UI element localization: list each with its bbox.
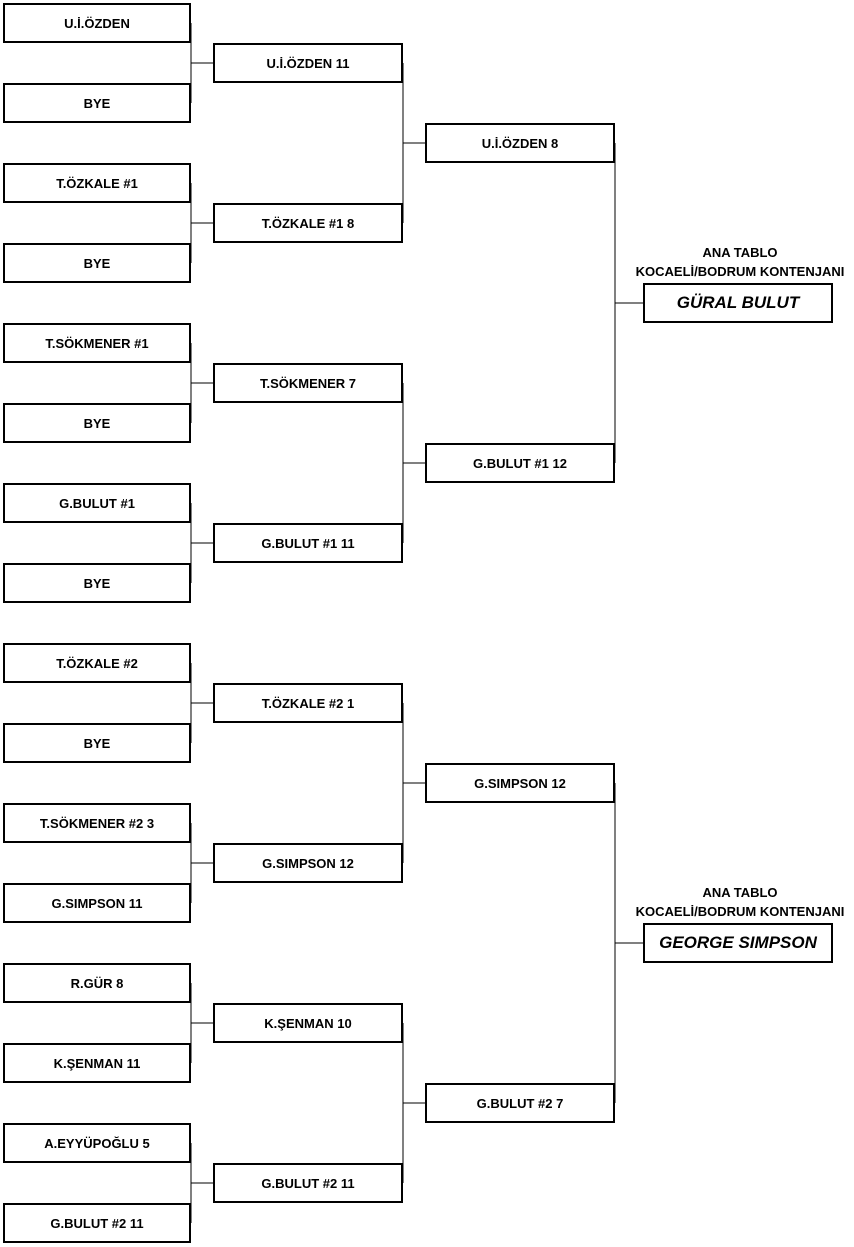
round3-slot: G.BULUT #2 7 [425,1083,615,1123]
round2-slot: T.ÖZKALE #1 8 [213,203,403,243]
round1-slot: T.ÖZKALE #1 [3,163,191,203]
winner-box: GÜRAL BULUT [643,283,833,323]
round1-slot: BYE [3,563,191,603]
round1-slot: T.SÖKMENER #2 3 [3,803,191,843]
round1-slot: BYE [3,243,191,283]
round2-slot: G.BULUT #2 11 [213,1163,403,1203]
round1-slot: BYE [3,403,191,443]
round3-slot: U.İ.ÖZDEN 8 [425,123,615,163]
winner-caption: ANA TABLO KOCAELİ/BODRUM KONTENJANI [620,883,854,921]
round1-slot: G.BULUT #2 11 [3,1203,191,1243]
winner-caption: ANA TABLO KOCAELİ/BODRUM KONTENJANI [620,243,854,281]
round2-slot: T.SÖKMENER 7 [213,363,403,403]
round3-slot: G.BULUT #1 12 [425,443,615,483]
round1-slot: T.ÖZKALE #2 [3,643,191,683]
caption-title: ANA TABLO [702,245,778,260]
round1-slot: G.BULUT #1 [3,483,191,523]
caption-subtitle: KOCAELİ/BODRUM KONTENJANI [635,264,845,279]
round1-slot: T.SÖKMENER #1 [3,323,191,363]
round1-slot: U.İ.ÖZDEN [3,3,191,43]
round3-slot: G.SIMPSON 12 [425,763,615,803]
round1-slot: K.ŞENMAN 11 [3,1043,191,1083]
round2-slot: G.SIMPSON 12 [213,843,403,883]
round1-slot: R.GÜR 8 [3,963,191,1003]
round2-slot: K.ŞENMAN 10 [213,1003,403,1043]
round1-slot: BYE [3,83,191,123]
round1-slot: A.EYYÜPOĞLU 5 [3,1123,191,1163]
round1-slot: G.SIMPSON 11 [3,883,191,923]
caption-title: ANA TABLO [702,885,778,900]
winner-box: GEORGE SIMPSON [643,923,833,963]
caption-subtitle: KOCAELİ/BODRUM KONTENJANI [635,904,845,919]
round2-slot: G.BULUT #1 11 [213,523,403,563]
round2-slot: U.İ.ÖZDEN 11 [213,43,403,83]
round2-slot: T.ÖZKALE #2 1 [213,683,403,723]
round1-slot: BYE [3,723,191,763]
